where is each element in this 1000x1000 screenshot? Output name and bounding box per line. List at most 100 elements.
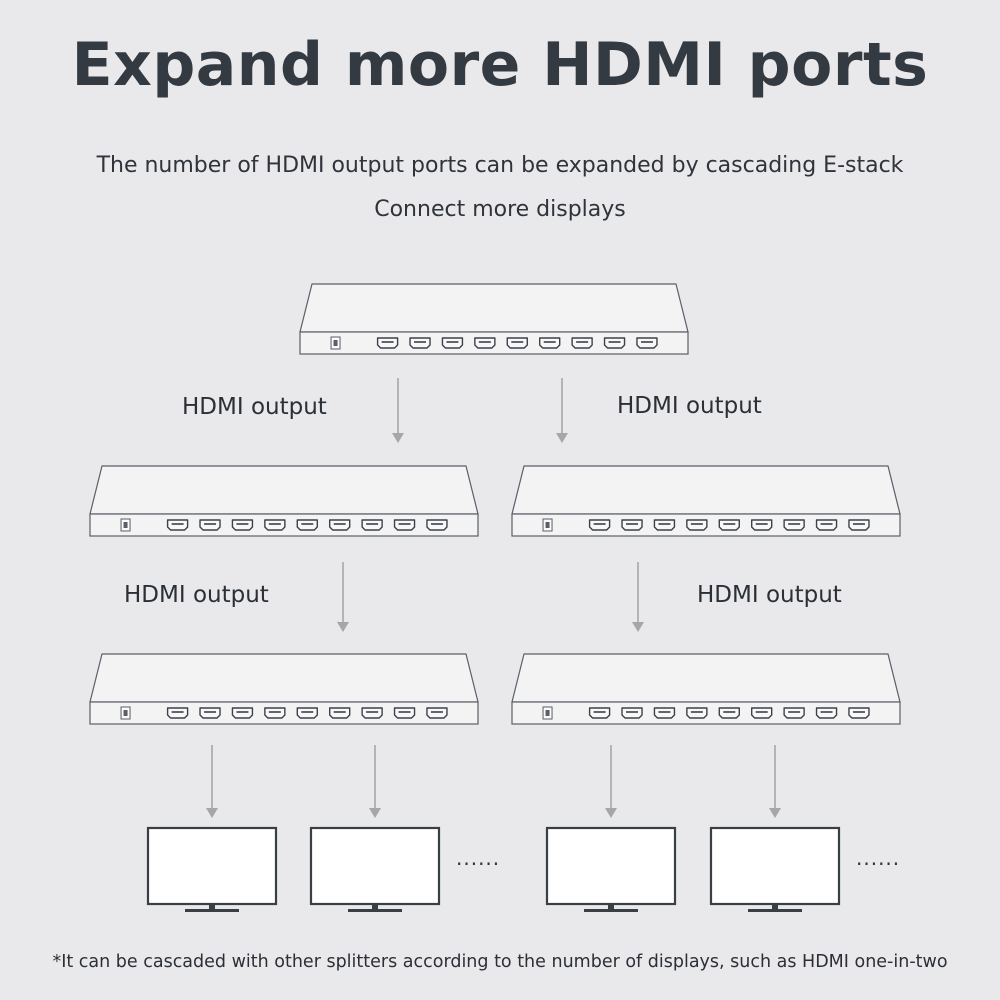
arrow-left-to-level2 <box>337 562 349 632</box>
monitor-screen-icon <box>709 826 841 906</box>
hdmi-port-icon <box>393 519 416 531</box>
monitor-neck <box>209 904 215 909</box>
arrow-head-icon <box>769 808 781 818</box>
monitor-base <box>348 909 402 912</box>
hdmi-port-icon <box>686 519 708 531</box>
arrow-to-monitor-4 <box>769 745 781 818</box>
subtitle-line-1: The number of HDMI output ports can be e… <box>96 153 904 178</box>
hdmi-port-icon <box>474 337 496 349</box>
hdmi-port-icon <box>636 337 658 349</box>
monitor-base <box>748 909 802 912</box>
hdmi-port-icon <box>718 707 740 719</box>
hdmi-port-icon <box>361 519 383 531</box>
subtitle-line-2: Connect more displays <box>374 197 626 222</box>
arrow-head-icon <box>206 808 218 818</box>
hdmi-port-icon <box>199 707 221 719</box>
hdmi-output-label-level1-right: HDMI output <box>617 393 762 419</box>
hdmi-port-icon <box>783 519 805 531</box>
more-displays-ellipsis-right: ...... <box>856 846 901 870</box>
hdmi-port-icon <box>166 707 189 719</box>
hdmi-port-icon <box>199 519 221 531</box>
monitor-neck <box>372 904 378 909</box>
arrow-head-icon <box>605 808 617 818</box>
arrow-head-icon <box>369 808 381 818</box>
hdmi-port-icon <box>751 519 773 531</box>
splitter-top-face <box>89 653 479 703</box>
hdmi-port-icon <box>621 519 643 531</box>
hdmi-port-icon <box>296 519 318 531</box>
monitor-base <box>584 909 638 912</box>
hdmi-port-icon <box>815 519 838 531</box>
splitter-level1-left <box>89 465 479 537</box>
arrow-to-monitor-3 <box>605 745 617 818</box>
monitor-screen-icon <box>545 826 677 906</box>
monitor-neck <box>772 904 778 909</box>
arrow-to-monitor-1 <box>206 745 218 818</box>
monitor-neck <box>608 904 614 909</box>
hdmi-port-icon <box>686 707 708 719</box>
hdmi-output-label-level2-left: HDMI output <box>124 582 269 608</box>
hdmi-output-label-level1-left: HDMI output <box>182 394 327 420</box>
hdmi-port-icon <box>166 519 189 531</box>
input-port-pin <box>545 522 550 528</box>
hdmi-port-icon <box>603 337 626 349</box>
page-title: Expand more HDMI ports <box>71 30 929 100</box>
input-port-pin <box>123 522 128 528</box>
hdmi-port-icon <box>539 337 561 349</box>
monitor-screen-icon <box>146 826 278 906</box>
hdmi-port-icon <box>588 707 611 719</box>
arrow-head-icon <box>392 433 404 443</box>
hdmi-output-label-level2-right: HDMI output <box>697 582 842 608</box>
display-monitor-1 <box>146 826 278 912</box>
arrow-top-to-left <box>392 378 404 443</box>
hdmi-port-icon <box>718 519 740 531</box>
splitter-level1-right <box>511 465 901 537</box>
footnote: *It can be cascaded with other splitters… <box>52 952 948 972</box>
monitor-screen-icon <box>309 826 441 906</box>
splitter-level2-right <box>511 653 901 725</box>
splitter-level2-left <box>89 653 479 725</box>
input-port-pin <box>123 710 128 716</box>
more-displays-ellipsis-left: ...... <box>456 846 501 870</box>
splitter-top-face <box>89 465 479 515</box>
monitor-base <box>185 909 239 912</box>
hdmi-port-icon <box>231 519 254 531</box>
hdmi-port-icon <box>426 519 448 531</box>
hdmi-port-icon <box>588 519 611 531</box>
hdmi-port-icon <box>506 337 528 349</box>
display-monitor-4 <box>709 826 841 912</box>
hdmi-port-icon <box>653 519 676 531</box>
splitter-top-face <box>299 283 689 333</box>
display-monitor-2 <box>309 826 441 912</box>
splitter-top-face <box>511 653 901 703</box>
hdmi-port-icon <box>264 707 286 719</box>
hdmi-port-icon <box>441 337 464 349</box>
hdmi-port-icon <box>329 707 351 719</box>
arrow-head-icon <box>337 622 349 632</box>
splitter-top-face <box>511 465 901 515</box>
arrow-head-icon <box>556 433 568 443</box>
hdmi-port-icon <box>653 707 676 719</box>
splitter-top <box>299 283 689 355</box>
hdmi-port-icon <box>409 337 431 349</box>
hdmi-port-icon <box>329 519 351 531</box>
hdmi-port-icon <box>376 337 399 349</box>
hdmi-port-icon <box>426 707 448 719</box>
hdmi-port-icon <box>751 707 773 719</box>
hdmi-port-icon <box>783 707 805 719</box>
hdmi-port-icon <box>361 707 383 719</box>
hdmi-port-icon <box>815 707 838 719</box>
arrow-right-to-level2 <box>632 562 644 632</box>
input-port-pin <box>545 710 550 716</box>
hdmi-port-icon <box>296 707 318 719</box>
display-monitor-3 <box>545 826 677 912</box>
hdmi-port-icon <box>231 707 254 719</box>
hdmi-port-icon <box>264 519 286 531</box>
hdmi-port-icon <box>571 337 593 349</box>
hdmi-port-icon <box>621 707 643 719</box>
input-port-pin <box>333 340 338 346</box>
hdmi-port-icon <box>848 707 870 719</box>
arrow-to-monitor-2 <box>369 745 381 818</box>
arrow-top-to-right <box>556 378 568 443</box>
